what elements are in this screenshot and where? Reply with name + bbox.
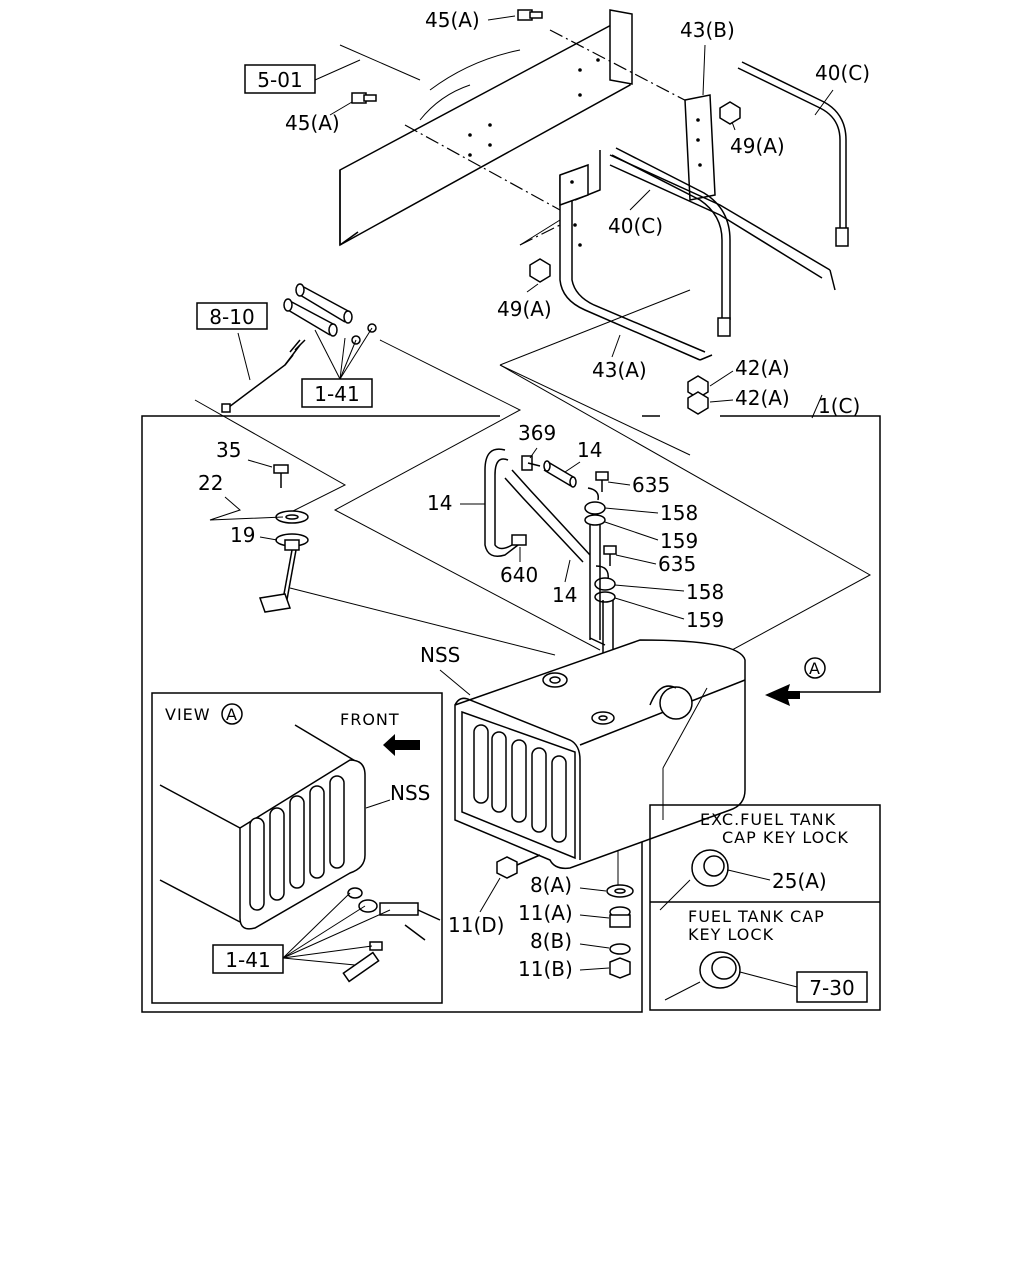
callout-35: 35 [216,438,241,462]
nut-42a-1 [687,375,709,399]
nut-42a-2 [687,391,709,415]
callout-14-left: 14 [427,491,452,515]
inset-exc-line2: CAP KEY LOCK [722,828,849,847]
callout-369: 369 [518,421,556,445]
bolt-11d [496,854,541,879]
callout-635-2: 635 [658,552,696,576]
callout-158-1: 158 [660,501,698,525]
clamp-369 [521,455,541,471]
callout-19: 19 [230,523,255,547]
plug-11a [609,906,631,928]
bolt-45a-top [517,9,543,21]
view-a-circle-letter: A [226,705,238,724]
ref-1-41-top: 1-41 [314,382,359,406]
washer-8b [609,943,631,955]
fuel-tank [454,639,746,870]
callout-159-2: 159 [686,608,724,632]
callout-8b: 8(B) [530,929,572,953]
hose-14-left [484,448,519,557]
view-tank [159,724,366,930]
tank-cradle [559,150,836,361]
grommet-158-1 [584,501,606,515]
grommet-158-2 [594,577,616,591]
nut-49a-top [719,101,741,125]
callout-14-top: 14 [577,438,602,462]
clamp-640 [511,534,527,546]
view-a-arrow: A [765,657,826,706]
fitting-635-2 [595,545,617,581]
ref-1-41-view: 1-41 [225,948,270,972]
callout-22: 22 [198,471,223,495]
strap-40c-mid [611,147,731,337]
callout-43a: 43(A) [592,358,647,382]
callout-11a: 11(A) [518,901,573,925]
fuel-cap-key-lock [699,951,741,989]
callout-nss-view: NSS [390,781,430,805]
callout-40c-right: 40(C) [815,61,870,85]
pipe-pair-top [283,283,377,345]
bolt-45a-left [351,92,377,104]
front-arrow [383,734,420,756]
ref-5-01: 5-01 [257,68,302,92]
callout-1c: 1(C) [818,394,860,418]
ref-box-5-01[interactable] [244,64,316,94]
view-a-title: VIEW [165,705,211,724]
callout-25a: 25(A) [772,869,827,893]
fitting-635-1 [587,471,609,501]
washer-159-1 [584,514,606,526]
callout-49a-top: 49(A) [730,134,785,158]
callout-45a-top: 45(A) [425,8,480,32]
hose-14-short [543,460,577,488]
callout-nss-main: NSS [420,643,460,667]
callout-635-1: 635 [632,473,670,497]
callout-11b: 11(B) [518,957,573,981]
washer-159-2 [594,591,616,603]
callout-159-1: 159 [660,529,698,553]
bracket-43b [684,94,716,201]
view-a-front-label: FRONT [340,710,400,729]
screw-35 [273,464,289,488]
ref-8-10: 8-10 [209,305,254,329]
inset-key-line1: FUEL TANK CAP [688,907,825,926]
ref-box-1-41-top[interactable] [301,378,373,408]
callout-42a-1: 42(A) [735,356,790,380]
callout-11d: 11(D) [448,913,504,937]
harness-wire [221,339,306,413]
hose-14-diag [504,469,591,563]
fuel-sender-19 [258,533,309,613]
callout-640: 640 [500,563,538,587]
ref-box-8-10[interactable] [196,302,268,330]
callout-14-bottom: 14 [552,583,577,607]
fuel-cap-25a [691,849,729,887]
frame-rail [339,9,633,247]
callout-49a-left: 49(A) [497,297,552,321]
inset-key-line2: KEY LOCK [688,925,774,944]
callout-43b: 43(B) [680,18,735,42]
cap-inset-box [649,804,881,1011]
nut-49a-left [529,258,551,283]
callout-8a: 8(A) [530,873,572,897]
inset-exc-line1: EXC.FUEL TANK [700,810,836,829]
view-harness-parts [342,887,441,983]
ref-box-1-41-view[interactable] [212,944,284,974]
washer-8a [606,884,634,898]
callout-158-2: 158 [686,580,724,604]
plug-11b [609,957,631,979]
ref-7-30: 7-30 [809,976,854,1000]
callout-42a-2: 42(A) [735,386,790,410]
arrow-a-letter: A [809,659,821,678]
view-a-box [151,692,443,1004]
callout-40c-mid: 40(C) [608,214,663,238]
